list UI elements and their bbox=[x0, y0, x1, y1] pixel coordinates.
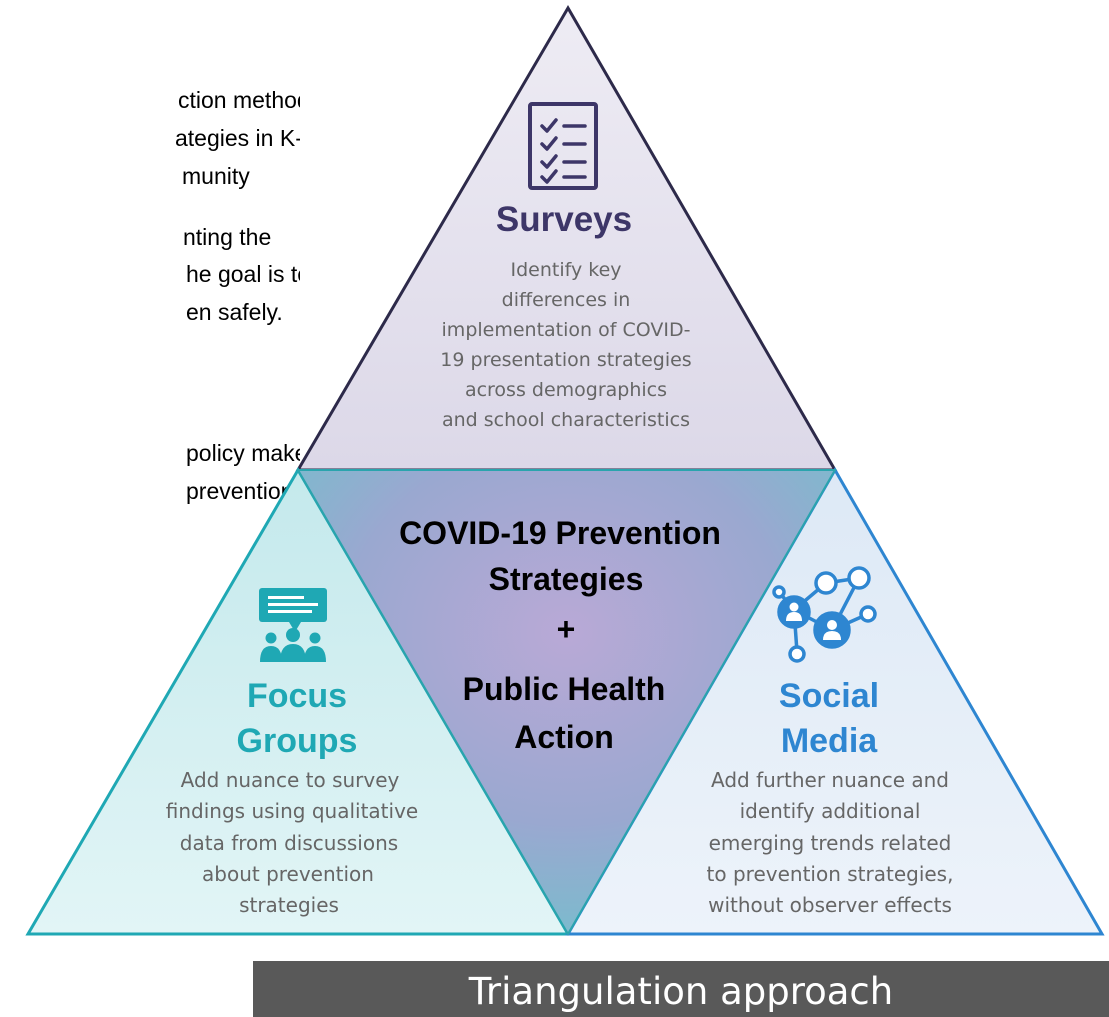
focus-groups-title: Focus bbox=[247, 677, 347, 715]
surveys-description-line: differences in bbox=[502, 289, 631, 311]
background-text-line: ategies in K-12 bbox=[175, 125, 300, 151]
focus-groups-description: Add nuance to survey findings using qual… bbox=[166, 768, 418, 917]
surveys-description-line: Identify key bbox=[510, 259, 621, 281]
social-media-description-line: emerging trends related bbox=[709, 831, 952, 855]
background-text-line: nting the bbox=[183, 224, 272, 250]
center-label-line: Strategies bbox=[489, 561, 644, 597]
center-triangle bbox=[296, 469, 837, 936]
center-label-line: Public Health bbox=[463, 671, 666, 707]
footer-banner: Triangulation approach bbox=[253, 961, 1109, 1017]
focus-groups-description-line: about prevention bbox=[202, 862, 374, 886]
surveys-description: Identify key differences in implementati… bbox=[440, 259, 691, 431]
social-media-description-line: Add further nuance and bbox=[711, 768, 949, 792]
background-text-line: ction methods bbox=[178, 87, 300, 113]
social-media-title: Media bbox=[781, 722, 878, 760]
social-media-description-line: without observer effects bbox=[708, 893, 952, 917]
triangulation-diagram: Surveys Identify key differences in impl… bbox=[25, 5, 1105, 936]
group-discussion-icon bbox=[259, 588, 327, 662]
center-label-line: COVID-19 Prevention bbox=[399, 515, 721, 551]
network-icon-people bbox=[786, 602, 841, 640]
footer-label: Triangulation approach bbox=[468, 969, 894, 1013]
surveys-description-line: implementation of COVID- bbox=[442, 319, 691, 341]
background-text: ction methods ategies in K-12 munity nti… bbox=[0, 0, 300, 520]
focus-groups-title: Groups bbox=[237, 722, 358, 760]
social-media-title: Social bbox=[779, 677, 879, 715]
background-text-line: en safely. bbox=[186, 299, 283, 325]
surveys-description-line: across demographics bbox=[465, 379, 667, 401]
background-text-line: prevention bbox=[186, 478, 294, 504]
checklist-icon bbox=[528, 102, 598, 190]
center-label-line: + bbox=[557, 611, 576, 647]
center-label-line: Action bbox=[514, 719, 614, 755]
focus-groups-description-line: findings using qualitative bbox=[166, 799, 418, 823]
social-media-description: Add further nuance and identify addition… bbox=[707, 768, 954, 917]
social-media-description-line: to prevention strategies, bbox=[707, 862, 954, 886]
surveys-description-line: and school characteristics bbox=[442, 409, 690, 431]
surveys-description-line: 19 presentation strategies bbox=[440, 349, 691, 371]
background-text-line: he goal is to bbox=[186, 261, 300, 287]
focus-groups-description-line: Add nuance to survey bbox=[181, 768, 400, 792]
focus-groups-description-line: data from discussions bbox=[180, 831, 398, 855]
background-text-line: munity bbox=[182, 163, 250, 189]
social-media-description-line: identify additional bbox=[740, 799, 921, 823]
surveys-title: Surveys bbox=[496, 200, 632, 239]
center-label: COVID-19 Prevention Strategies + Public … bbox=[399, 515, 721, 755]
background-text-line: policy makers bbox=[186, 440, 300, 466]
focus-groups-description-line: strategies bbox=[239, 893, 339, 917]
